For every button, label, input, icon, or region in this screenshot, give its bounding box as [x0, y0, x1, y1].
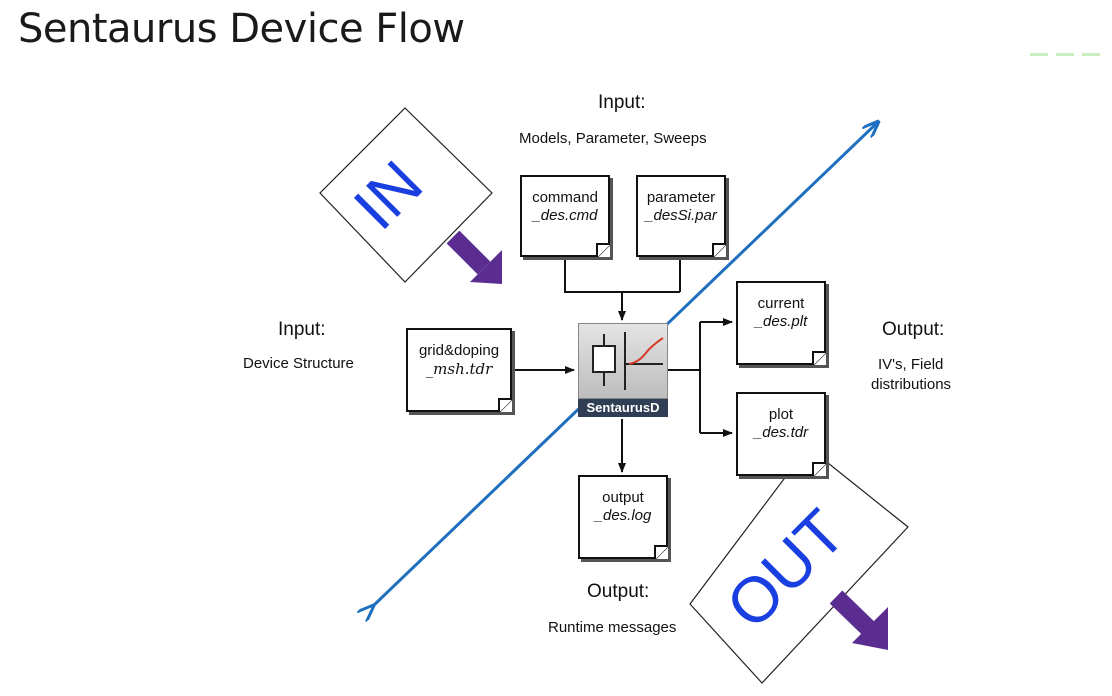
file-current-name: current: [757, 295, 805, 312]
file-grid-name: grid&doping: [418, 342, 500, 359]
device-graph-icon: [592, 332, 664, 390]
file-plot-ext: _des.tdr: [753, 424, 809, 441]
out-stamp-arrow: [829, 590, 888, 650]
input-structure-detail: Device Structure: [243, 355, 354, 372]
file-parameter-ext: _desSi.par: [645, 207, 717, 224]
sentaurus-device-caption: SentaurusD: [578, 399, 668, 417]
connector-command: [564, 255, 680, 293]
output-iv-heading: Output:: [882, 319, 945, 340]
input-models-heading: Input:: [598, 92, 646, 113]
input-models-detail: Models, Parameter, Sweeps: [519, 130, 707, 147]
output-iv-detail-line2: distributions: [871, 376, 952, 393]
page-title: Sentaurus Device Flow: [18, 6, 465, 52]
in-stamp-arrow: [446, 230, 502, 284]
file-output: output _des.log: [578, 475, 668, 559]
sentaurus-device-icon: [578, 323, 668, 399]
out-stamp-diamond: [689, 446, 909, 684]
output-iv-detail-line1: IV's, Field: [878, 356, 944, 373]
decorative-dashes: [1030, 43, 1112, 56]
file-parameter: parameter _desSi.par: [636, 175, 726, 257]
in-stamp-diamond: [319, 107, 493, 283]
file-output-name: output: [602, 489, 644, 506]
file-current-ext: _des.plt: [754, 313, 808, 330]
output-runtime-heading: Output:: [587, 581, 650, 602]
file-command-name: command: [532, 189, 598, 206]
output-runtime-detail: Runtime messages: [548, 619, 677, 636]
file-current: current _des.plt: [736, 281, 826, 365]
file-command-ext: _des.cmd: [532, 207, 598, 224]
file-parameter-name: parameter: [646, 189, 716, 206]
file-command: command _des.cmd: [520, 175, 610, 257]
file-grid: grid&doping _msh.tdr: [406, 328, 512, 412]
input-structure-heading: Input:: [278, 319, 326, 340]
file-plot-name: plot: [768, 406, 794, 423]
file-grid-ext: _msh.tdr: [425, 360, 493, 378]
file-output-ext: _des.log: [594, 507, 652, 524]
file-plot: plot _des.tdr: [736, 392, 826, 476]
sentaurus-device-core: SentaurusD: [578, 323, 668, 419]
